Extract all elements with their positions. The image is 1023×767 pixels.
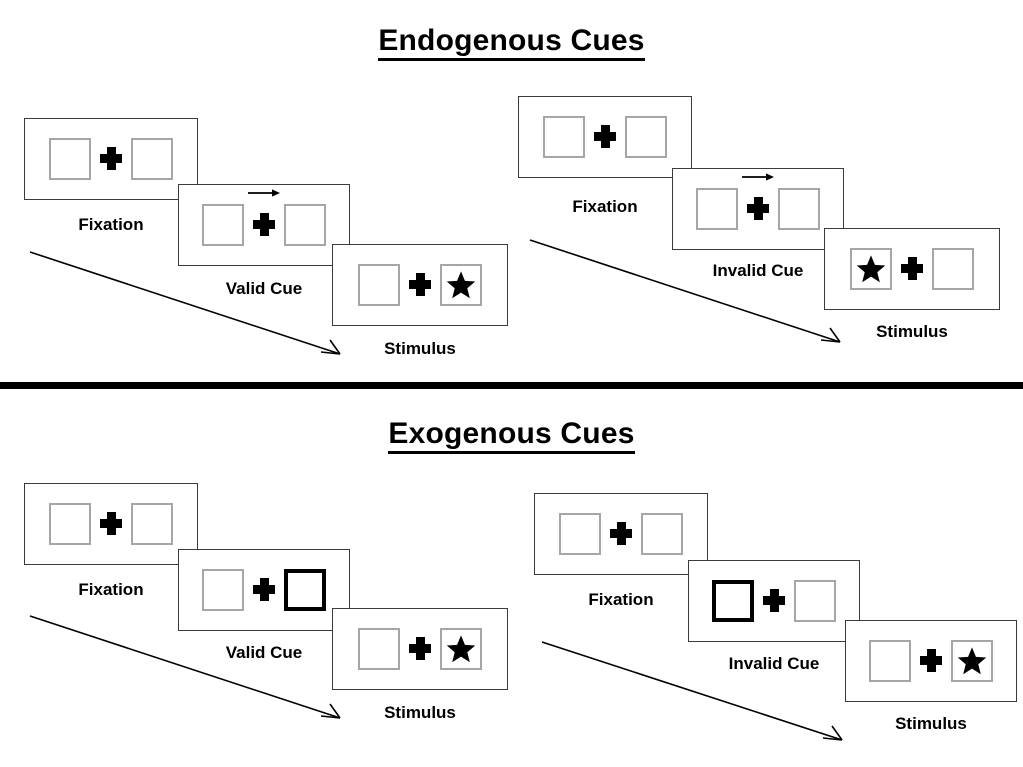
trial-panel-exogenous-valid-cue bbox=[178, 549, 350, 631]
fixation-plus-icon bbox=[91, 503, 131, 545]
cued-box-left bbox=[712, 580, 754, 622]
placeholder-box-left bbox=[559, 513, 601, 555]
fixation-plus-icon bbox=[585, 116, 625, 158]
trial-panel-exogenous-invalid-stimulus bbox=[845, 620, 1017, 702]
stimulus-box-right bbox=[951, 640, 993, 682]
stimulus-box-right bbox=[440, 628, 482, 670]
placeholder-box-left bbox=[696, 188, 738, 230]
placeholder-box-right bbox=[794, 580, 836, 622]
trial-panel-exogenous-valid-stimulus bbox=[332, 608, 508, 690]
placeholder-box-left bbox=[543, 116, 585, 158]
trial-panel-endogenous-invalid-fixation bbox=[518, 96, 692, 178]
placeholder-box-right bbox=[641, 513, 683, 555]
caption-endogenous-valid-cue: Valid Cue bbox=[225, 279, 303, 298]
fixation-plus-icon bbox=[91, 138, 131, 180]
placeholder-box-left bbox=[49, 138, 91, 180]
placeholder-box-right bbox=[131, 138, 173, 180]
arrow-right-icon bbox=[248, 189, 280, 197]
section-title-endogenous: Endogenous Cues bbox=[0, 24, 1023, 61]
time-flow-arrow-endogenous-valid bbox=[29, 251, 341, 355]
section-title-exogenous: Exogenous Cues bbox=[0, 417, 1023, 454]
fixation-plus-icon bbox=[601, 513, 641, 555]
placeholder-box-left bbox=[49, 503, 91, 545]
stimulus-box-right bbox=[440, 264, 482, 306]
section-title-endogenous-text: Endogenous Cues bbox=[378, 24, 645, 61]
placeholder-box-right bbox=[625, 116, 667, 158]
section-title-exogenous-text: Exogenous Cues bbox=[388, 417, 635, 454]
trial-panel-exogenous-invalid-cue bbox=[688, 560, 860, 642]
trial-panel-endogenous-valid-fixation bbox=[24, 118, 198, 200]
caption-endogenous-valid-fixation: Fixation bbox=[78, 215, 144, 234]
star-icon bbox=[957, 647, 987, 675]
time-flow-arrow-exogenous-invalid bbox=[541, 641, 843, 741]
arrow-right-icon bbox=[742, 173, 774, 181]
star-icon bbox=[856, 255, 886, 283]
trial-panel-endogenous-valid-cue bbox=[178, 184, 350, 266]
stimulus-box-left bbox=[850, 248, 892, 290]
cued-box-right bbox=[284, 569, 326, 611]
caption-endogenous-invalid-stimulus: Stimulus bbox=[876, 322, 948, 341]
trial-panel-endogenous-invalid-cue bbox=[672, 168, 844, 250]
caption-exogenous-valid-cue: Valid Cue bbox=[225, 643, 303, 662]
caption-exogenous-invalid-fixation: Fixation bbox=[588, 590, 654, 609]
trial-panel-endogenous-invalid-stimulus bbox=[824, 228, 1000, 310]
caption-endogenous-invalid-fixation: Fixation bbox=[572, 197, 638, 216]
fixation-plus-icon bbox=[244, 189, 284, 246]
placeholder-box-right bbox=[284, 204, 326, 246]
trial-panel-exogenous-valid-fixation bbox=[24, 483, 198, 565]
time-flow-arrow-exogenous-valid bbox=[29, 615, 341, 719]
fixation-plus-icon bbox=[754, 580, 794, 622]
placeholder-box-right bbox=[778, 188, 820, 230]
caption-exogenous-invalid-cue: Invalid Cue bbox=[728, 654, 820, 673]
placeholder-box-left bbox=[202, 204, 244, 246]
fixation-plus-icon bbox=[400, 628, 440, 670]
caption-endogenous-valid-stimulus: Stimulus bbox=[384, 339, 456, 358]
fixation-plus-icon bbox=[738, 173, 778, 230]
time-flow-arrow-endogenous-invalid bbox=[529, 239, 841, 343]
trial-panel-endogenous-valid-stimulus bbox=[332, 244, 508, 326]
caption-exogenous-invalid-stimulus: Stimulus bbox=[895, 714, 967, 733]
placeholder-box-left bbox=[869, 640, 911, 682]
fixation-plus-icon bbox=[400, 264, 440, 306]
placeholder-box-right bbox=[131, 503, 173, 545]
placeholder-box-right bbox=[932, 248, 974, 290]
caption-endogenous-invalid-cue: Invalid Cue bbox=[712, 261, 804, 280]
placeholder-box-left bbox=[202, 569, 244, 611]
caption-exogenous-valid-stimulus: Stimulus bbox=[384, 703, 456, 722]
star-icon bbox=[446, 635, 476, 663]
caption-exogenous-valid-fixation: Fixation bbox=[78, 580, 144, 599]
fixation-plus-icon bbox=[892, 248, 932, 290]
placeholder-box-left bbox=[358, 628, 400, 670]
placeholder-box-left bbox=[358, 264, 400, 306]
section-divider bbox=[0, 382, 1023, 389]
fixation-plus-icon bbox=[244, 569, 284, 611]
trial-panel-exogenous-invalid-fixation bbox=[534, 493, 708, 575]
fixation-plus-icon bbox=[911, 640, 951, 682]
star-icon bbox=[446, 271, 476, 299]
